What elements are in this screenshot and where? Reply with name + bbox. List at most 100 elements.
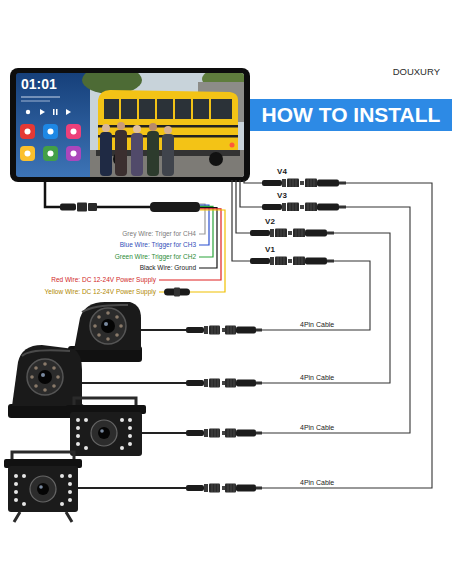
box-camera (128, 442, 132, 446)
power-harness (97, 206, 150, 209)
box-camera (128, 426, 132, 430)
monitor-illustration (164, 126, 172, 134)
fuse-holder (174, 288, 180, 297)
connector-plug (305, 203, 317, 212)
connector-plug (281, 229, 282, 237)
connector-plug (250, 230, 270, 236)
wire-label: Red Wire: DC 12-24V Power Supply (51, 276, 156, 284)
box-camera (120, 418, 124, 422)
box-camera (128, 434, 132, 438)
box-camera (70, 412, 142, 456)
side-camera (52, 366, 56, 370)
side-camera (43, 388, 47, 392)
box-camera (76, 426, 80, 430)
connector-plug (250, 245, 334, 265)
side-camera (56, 375, 60, 379)
connector-plug (288, 231, 292, 235)
trigger-wires (199, 206, 213, 257)
connector-plug (302, 257, 303, 265)
monitor-illustration (71, 151, 77, 157)
dome-camera (93, 311, 123, 341)
cable-connector (186, 326, 262, 493)
power-harness (88, 203, 97, 211)
monitor-illustration (53, 109, 55, 115)
video-cable (262, 183, 432, 488)
connector-plug (305, 258, 327, 265)
monitor-illustration (147, 131, 159, 176)
box-camera (30, 476, 56, 502)
box-camera (76, 434, 80, 438)
video-cable (262, 207, 410, 433)
side-camera (52, 384, 56, 388)
title-band: HOW TO INSTALL (250, 99, 452, 131)
connector-plug (327, 232, 334, 235)
cable-connector (186, 379, 262, 388)
connector-plug (287, 203, 299, 212)
camera-cable (142, 432, 186, 434)
monitor-illustration (66, 124, 81, 139)
connector-plug (299, 257, 300, 265)
box-camera (8, 466, 78, 512)
dome-camera (119, 324, 123, 328)
box-camera (76, 418, 80, 422)
monitor-illustration (40, 109, 45, 115)
dome-camera (74, 302, 141, 350)
connector-plug (308, 203, 309, 211)
monitor-illustration (66, 109, 71, 115)
connector-plug (282, 179, 286, 187)
connector-plug (278, 229, 279, 237)
monitor-illustration (119, 99, 121, 119)
dome-camera (97, 315, 101, 319)
box-camera (14, 474, 18, 478)
signal-wire (240, 180, 262, 207)
box-camera (14, 498, 18, 502)
connector-plug (300, 205, 304, 209)
connector-plug (339, 206, 346, 209)
connector-label: V3 (262, 191, 302, 201)
monitor-illustration (48, 151, 54, 157)
monitor-illustration (133, 125, 141, 133)
side-camera (43, 362, 47, 366)
cable-connector (186, 326, 262, 335)
box-camera (98, 427, 110, 439)
dome-camera (97, 333, 101, 337)
connector-plug (327, 260, 334, 263)
video-cable (262, 183, 432, 488)
connector-plug (288, 259, 292, 263)
monitor-illustration (100, 132, 112, 176)
box-camera (128, 418, 132, 422)
trigger-wires (199, 205, 209, 245)
monitor-illustration (21, 96, 60, 97)
monitor-illustration (48, 129, 54, 135)
box-camera (60, 474, 64, 478)
monitor-illustration (102, 124, 110, 132)
monitor-illustration (66, 146, 81, 161)
wire-label: Yellow Wire: DC 12-24V Power Supply (45, 288, 156, 296)
camera-cable (82, 382, 186, 384)
side-camera (22, 350, 70, 356)
connector-plug (262, 167, 346, 187)
connector-plug (290, 203, 291, 211)
monitor-illustration (25, 151, 31, 157)
side-camera (34, 384, 38, 388)
clock-text: 01:01 (21, 76, 57, 92)
connector-plug (311, 179, 312, 187)
dome-camera (106, 337, 110, 341)
monitor-illustration (16, 73, 244, 177)
monitor-illustration (115, 130, 127, 176)
box-camera (12, 452, 74, 460)
box-camera (120, 446, 124, 450)
cable-label: 4Pin Cable (300, 478, 334, 487)
monitor-illustration (20, 146, 35, 161)
dome-camera (115, 333, 119, 337)
connector-plug (250, 258, 270, 264)
power-harness (60, 204, 76, 211)
camera-cable (140, 329, 186, 331)
connector-plug (296, 257, 297, 265)
connector-plug (270, 229, 274, 237)
monitor-illustration (43, 124, 58, 139)
side-camera (27, 359, 63, 395)
box-camera (14, 512, 72, 522)
box-camera (68, 498, 72, 502)
power-harness (45, 182, 60, 207)
